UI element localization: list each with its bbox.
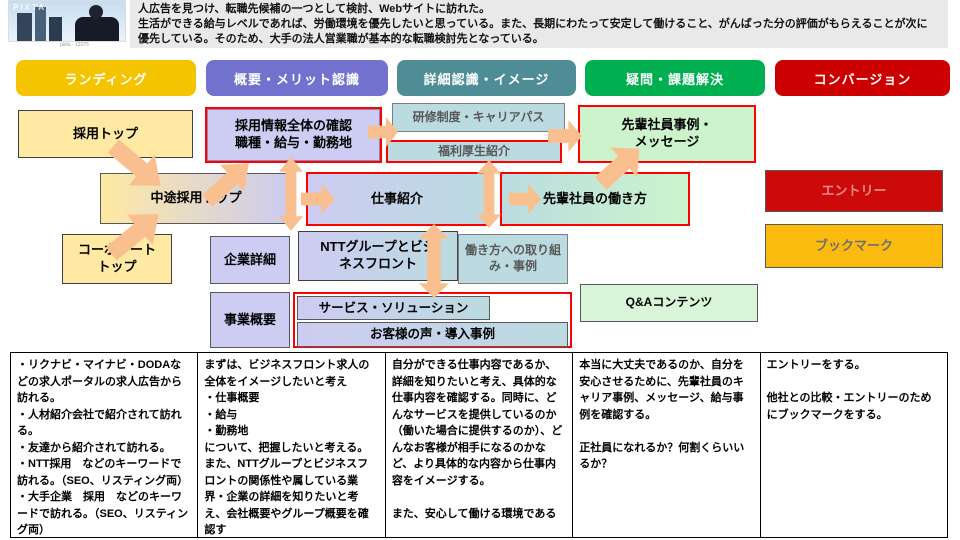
- arrow-benefits-row2-both-icon: [477, 160, 501, 228]
- journey-column-conversion: エントリーをする。 他社との比較・エントリーのためにブックマークをする。: [759, 352, 949, 538]
- person-silhouette-head: [89, 5, 103, 19]
- arrow-midcareer-to-recruitinfo-icon: [195, 150, 261, 214]
- journey-table: ・リクナビ・マイナビ・DODAなどの求人ポータルの求人広告から訪れる。 ・人材紹…: [10, 352, 949, 538]
- journey-column-landing: ・リクナビ・マイナビ・DODAなどの求人ポータルの求人広告から訪れる。 ・人材紹…: [10, 352, 199, 538]
- arrow-corporate-to-midcareer-icon: [98, 199, 171, 269]
- arrow-workstyle-to-seniorcases-icon: [587, 134, 652, 199]
- node-service-solution: サービス・ソリューション: [297, 296, 490, 320]
- person-silhouette: [75, 17, 119, 41]
- pixta-watermark: PIXTA: [13, 3, 46, 12]
- node-qa-contents: Q&Aコンテンツ: [580, 284, 758, 322]
- building-shape: [35, 7, 46, 41]
- group-service-voice: サービス・ソリューション お客様の声・導入事例: [293, 292, 572, 348]
- node-business-overview: 事業概要: [210, 292, 290, 348]
- journey-column-question: 本当に大丈夫であるのか、自分を安心させるために、先輩社員のキャリア事例、メッセー…: [572, 352, 761, 538]
- node-job-intro: 仕事紹介: [306, 172, 488, 226]
- journey-column-overview: まずは、ビジネスフロント求人の全体をイメージしたいと考え ・仕事概要 ・給与 ・…: [197, 352, 386, 538]
- node-recruit-info: 採用情報全体の確認 職種・給与・勤務地: [205, 107, 382, 163]
- arrow-benefits-to-seniorcases-icon: [548, 120, 582, 152]
- node-recruit-top: 採用トップ: [18, 110, 193, 158]
- node-training-career: 研修制度・キャリアパス: [392, 103, 565, 132]
- node-customer-voice: お客様の声・導入事例: [297, 322, 568, 347]
- persona-description: 人広告を見つけ、転職先候補の一つとして検討、Webサイトに訪れた。 生活ができる…: [130, 0, 948, 48]
- arrow-into-seniorworkstyle-icon: [509, 184, 541, 214]
- stage-header-landing: ランディング: [16, 60, 196, 96]
- stage-header-overview: 概要・メリット認識: [206, 60, 388, 96]
- arrow-recruittop-to-midcareer-icon: [100, 131, 173, 201]
- node-bookmark: ブックマーク: [765, 224, 943, 268]
- node-senior-cases: 先輩社員事例・ メッセージ: [578, 105, 756, 163]
- building-shape: [17, 13, 32, 41]
- node-company-detail: 企業詳細: [210, 236, 290, 284]
- building-shape: [49, 17, 62, 41]
- node-benefits: 福利厚生紹介: [386, 140, 562, 163]
- arrow-recruitinfo-jobintro-both-icon: [279, 157, 303, 231]
- arrow-recruitinfo-to-training-icon: [368, 117, 398, 147]
- arrow-jobintro-service-both-icon: [419, 224, 449, 298]
- arrow-into-jobintro-icon: [301, 184, 335, 214]
- node-senior-workstyle: 先輩社員の働き方: [500, 172, 690, 226]
- stage-header-detail: 詳細認識・イメージ: [397, 60, 576, 96]
- node-workstyle-initiatives: 働き方への取り組 み・事例: [458, 234, 568, 284]
- stage-header-conversion: コンバージョン: [775, 60, 950, 96]
- stage-header-question: 疑問・課題解決: [585, 60, 765, 96]
- photo-caption: pixta - 12075: [60, 42, 89, 48]
- node-entry: エントリー: [765, 170, 943, 212]
- journey-column-detail: 自分ができる仕事内容であるか、詳細を知りたいと考え、具体的な仕事内容を確認する。…: [384, 352, 574, 538]
- persona-photo: PIXTA: [8, 0, 126, 42]
